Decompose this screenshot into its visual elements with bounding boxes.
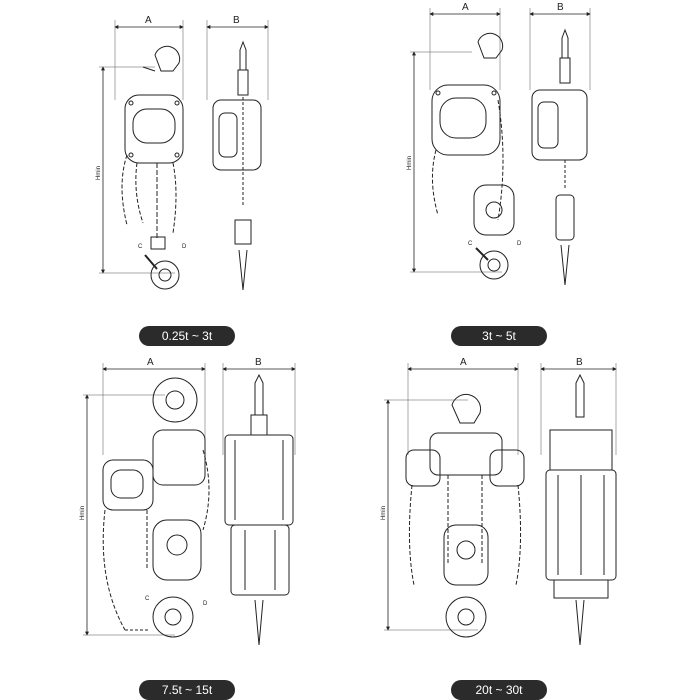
point-c-label: C (468, 241, 473, 247)
hoist-side-view (212, 40, 262, 291)
point-c-label: C (138, 244, 143, 250)
hoist-side-view (545, 373, 617, 646)
dimension-a-label: A (145, 15, 152, 26)
dimension-a-label: A (462, 2, 469, 13)
capacity-caption-1: 0.25t ~ 3t (139, 326, 235, 346)
dimension-a-label: A (147, 357, 154, 368)
dimension-hmin: Hmin (407, 51, 502, 273)
hoist-diagram-xlarge: A B Hmin (381, 357, 617, 646)
point-d-label: D (203, 601, 208, 607)
hoist-front-view (405, 393, 525, 638)
dimension-b-label: B (233, 15, 240, 26)
dimension-b: B (540, 357, 617, 455)
hoist-front-view (121, 45, 184, 290)
hoist-diagram-large: A B Hmin C D (80, 357, 296, 646)
dimension-a-label: A (460, 357, 467, 368)
dimension-b: B (529, 2, 591, 90)
hoist-side-view (224, 373, 294, 646)
point-c-label: C (145, 596, 150, 602)
dimension-a: A (407, 357, 519, 455)
point-d-label: D (517, 241, 522, 247)
dimension-a: A (429, 2, 501, 90)
dimension-hmin: Hmin (96, 66, 175, 274)
hmin-label: Hmin (407, 156, 413, 170)
hoist-diagram-small: A B Hmin C D (96, 15, 269, 291)
dimension-b-label: B (576, 357, 583, 368)
dimension-b-label: B (557, 2, 564, 13)
point-d-label: D (182, 244, 187, 250)
hmin-label: Hmin (381, 506, 387, 520)
hmin-label: Hmin (96, 166, 102, 180)
dimension-hmin: Hmin (381, 399, 478, 631)
dimension-b: B (222, 357, 296, 455)
dimension-a: A (114, 15, 184, 100)
capacity-caption-2: 3t ~ 5t (451, 326, 547, 346)
hoist-front-view (102, 377, 210, 638)
dimension-b-label: B (255, 357, 262, 368)
capacity-caption-4: 20t ~ 30t (451, 680, 547, 700)
hoist-diagram-medium: A B Hmin C D (407, 2, 591, 286)
hmin-label: Hmin (80, 506, 86, 520)
hoist-side-view (531, 28, 588, 286)
hoist-front-view (431, 32, 515, 280)
dimension-b: B (206, 15, 269, 100)
dimension-hmin: Hmin (80, 394, 175, 636)
capacity-caption-3: 7.5t ~ 15t (139, 680, 235, 700)
